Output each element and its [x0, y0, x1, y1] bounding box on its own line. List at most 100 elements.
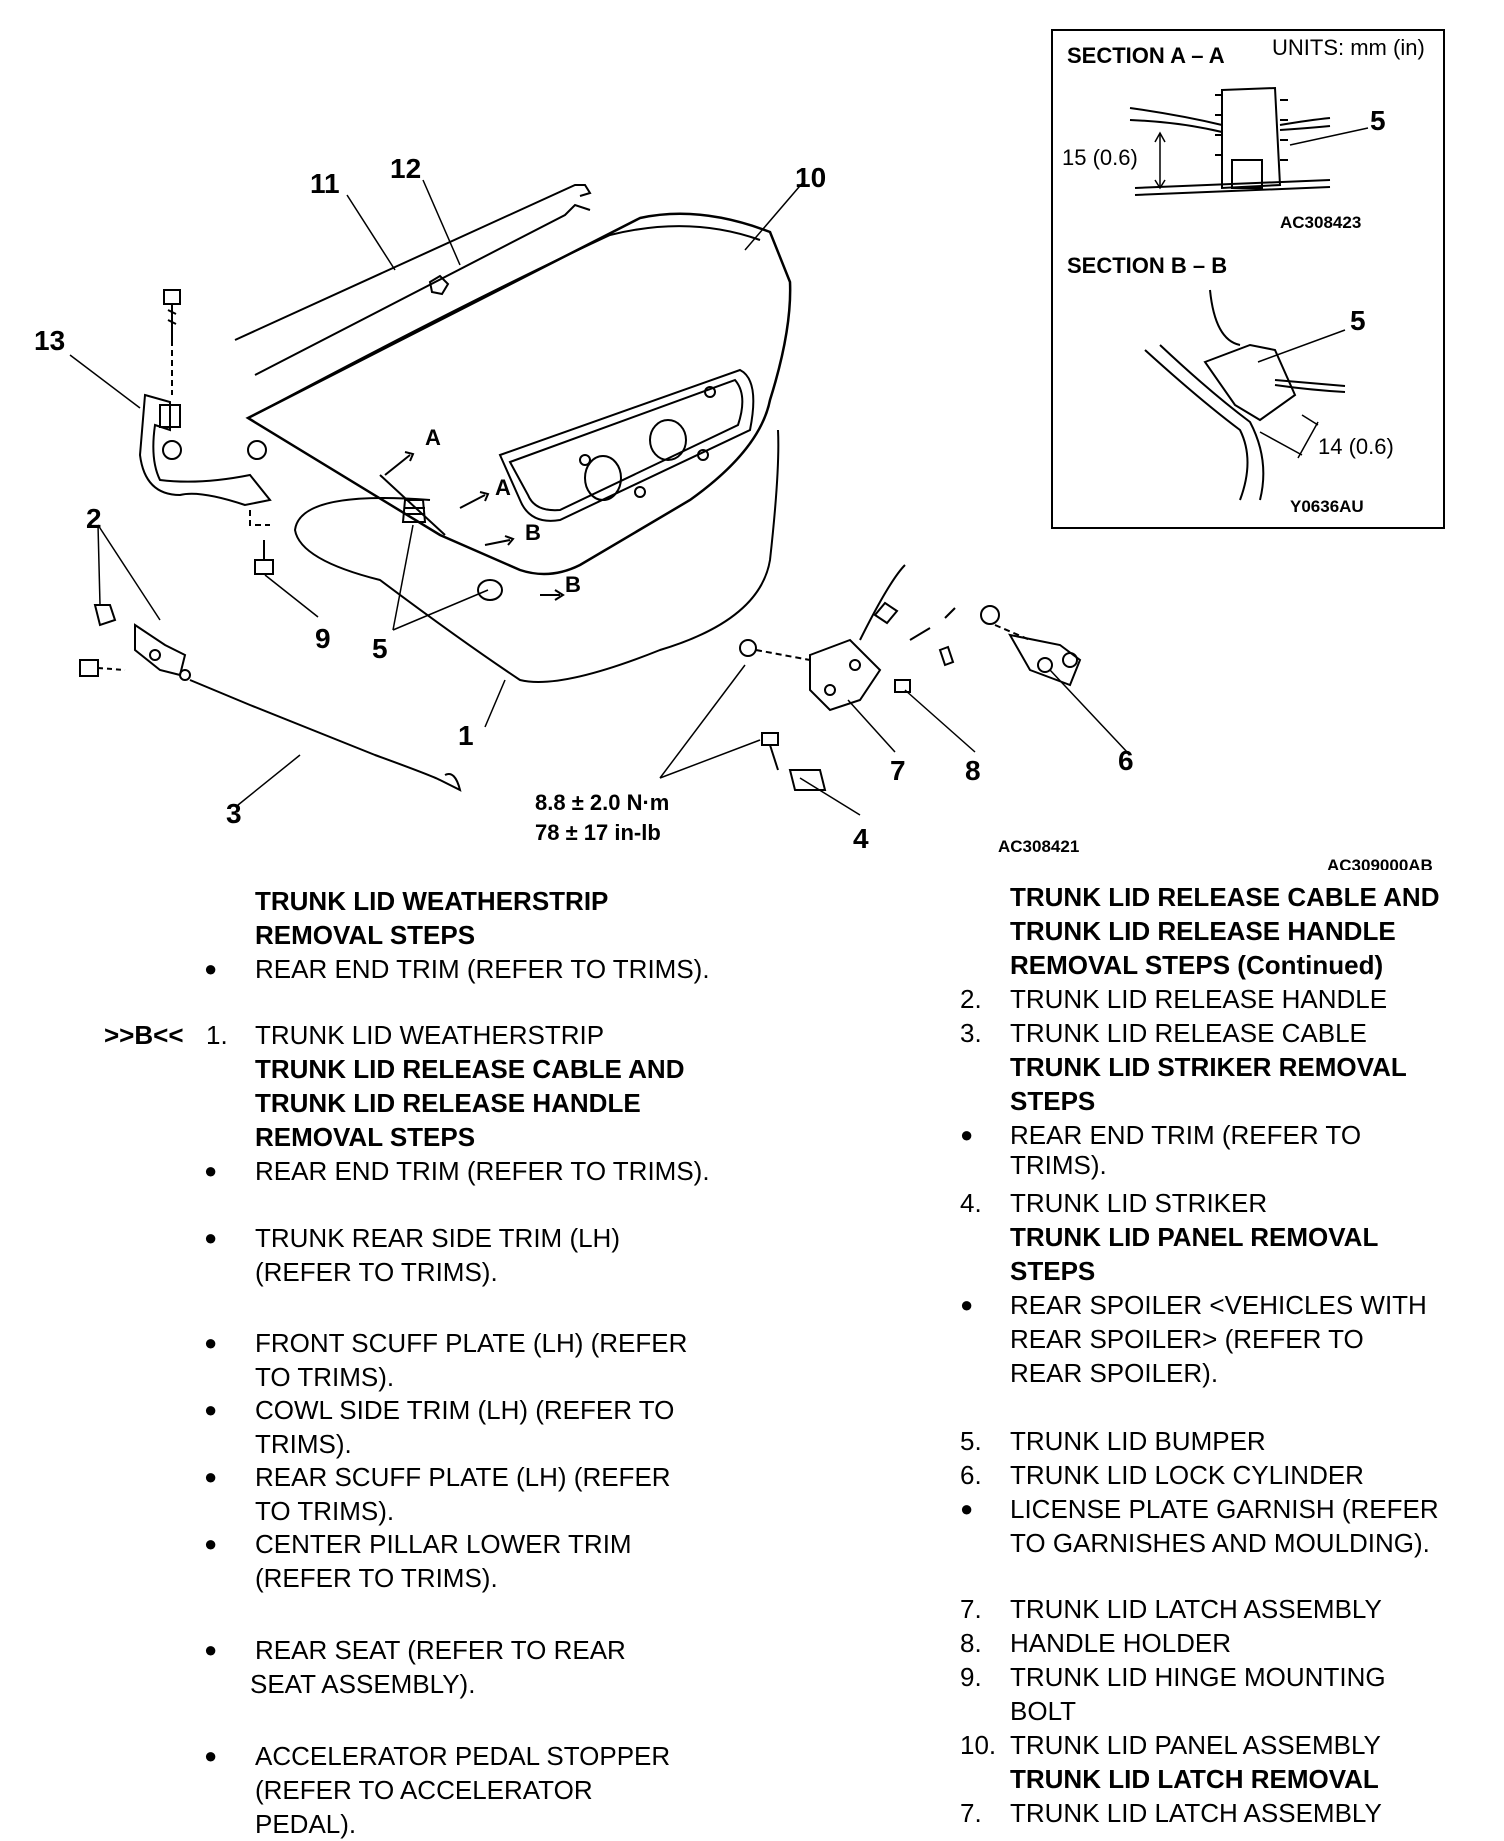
weatherstrip-heading-line1: TRUNK LID WEATHERSTRIP — [255, 886, 609, 916]
callout-1: 1 — [458, 720, 474, 751]
section-b-code: Y0636AU — [1290, 497, 1364, 516]
list-item: (REFER TO TRIMS). — [255, 1563, 498, 1593]
section-b-title: SECTION B – B — [1067, 253, 1227, 278]
list-item: TRUNK REAR SIDE TRIM (LH) — [255, 1223, 620, 1253]
bullet: ● — [204, 1464, 218, 1489]
list-item: LICENSE PLATE GARNISH (REFER — [1010, 1494, 1439, 1524]
section-b-dimension: 14 (0.6) — [1318, 434, 1394, 459]
section-a-code: AC308423 — [1280, 213, 1361, 232]
lock-cylinder — [980, 605, 1082, 687]
list-item: REAR SPOILER> (REFER TO — [1010, 1324, 1364, 1354]
callout-7: 7 — [890, 755, 906, 786]
list-item: REAR SCUFF PLATE (LH) (REFER — [255, 1462, 671, 1492]
striker-heading-line2: STEPS — [1010, 1086, 1096, 1116]
step-number: 6. — [960, 1460, 982, 1490]
cable-heading-line2: TRUNK LID RELEASE HANDLE — [255, 1088, 641, 1118]
list-item: REAR SPOILER <VEHICLES WITH — [1010, 1290, 1427, 1320]
section-letter-b2: B — [565, 572, 581, 597]
step-text: BOLT — [1010, 1696, 1076, 1726]
section-letter-a2: A — [495, 475, 511, 500]
callout-12: 12 — [390, 153, 421, 184]
exploded-view-diagram: A A B B 1 2 3 4 5 6 7 8 9 10 11 12 13 — [34, 29, 1445, 870]
cable-heading-cont-line3: REMOVAL STEPS (Continued) — [1010, 950, 1384, 980]
section-a-callout: 5 — [1370, 105, 1386, 136]
step-number: 2. — [960, 984, 982, 1014]
bullet: ● — [960, 1292, 974, 1317]
list-item: (REFER TO ACCELERATOR — [255, 1775, 593, 1805]
drawing-code-main: AC308421 — [998, 837, 1079, 856]
section-b-callout: 5 — [1350, 305, 1366, 336]
bullet: ● — [204, 1330, 218, 1355]
step-text: TRUNK LID HINGE MOUNTING — [1010, 1662, 1386, 1692]
list-item: TO TRIMS). — [255, 1362, 395, 1392]
hinge-bolt-9 — [254, 540, 274, 575]
list-item: TO TRIMS). — [255, 1496, 395, 1526]
panel-heading-line2: STEPS — [1010, 1256, 1096, 1286]
release-cable — [189, 679, 462, 792]
callout-9: 9 — [315, 623, 331, 654]
trunk-lid-bumper — [401, 499, 503, 601]
section-inset: UNITS: mm (in) SECTION A – A 15 (0.6) 5 … — [1051, 29, 1445, 529]
trunk-lid-striker — [761, 732, 827, 791]
hinge-13 — [138, 393, 272, 507]
drawing-code-page: AC309000AB — [1327, 856, 1433, 870]
service-marker: >>B<< — [104, 1020, 184, 1050]
cable-heading-cont-line2: TRUNK LID RELEASE HANDLE — [1010, 916, 1396, 946]
units-label: UNITS: mm (in) — [1272, 35, 1425, 60]
callout-13: 13 — [34, 325, 65, 356]
trunk-lid-panel — [245, 212, 792, 576]
step-text: TRUNK LID STRIKER — [1010, 1188, 1268, 1218]
step-text: HANDLE HOLDER — [1010, 1628, 1232, 1658]
list-item: REAR END TRIM (REFER TO TRIMS). — [255, 1156, 710, 1186]
torsion-bar-11 — [234, 184, 592, 341]
step-text: TRUNK LID BUMPER — [1010, 1426, 1266, 1456]
list-item: REAR END TRIM (REFER TO — [1010, 1120, 1362, 1150]
step-text: TRUNK LID LOCK CYLINDER — [1010, 1460, 1364, 1490]
bullet: ● — [204, 956, 218, 981]
list-item: REAR SPOILER). — [1010, 1358, 1219, 1388]
panel-heading-line1: TRUNK LID PANEL REMOVAL — [1010, 1222, 1379, 1252]
striker-heading-line1: TRUNK LID STRIKER REMOVAL — [1010, 1052, 1407, 1082]
callout-2: 2 — [86, 503, 102, 534]
bullet: ● — [960, 1122, 974, 1147]
step-number: 7. — [960, 1798, 982, 1828]
list-item: TRIMS). — [1010, 1150, 1107, 1180]
callout-6: 6 — [1118, 745, 1134, 776]
list-item: ACCELERATOR PEDAL STOPPER — [255, 1741, 671, 1771]
step-text: TRUNK LID LATCH ASSEMBLY — [1010, 1594, 1382, 1624]
section-a-title: SECTION A – A — [1067, 43, 1225, 68]
handle-holder — [894, 607, 956, 693]
leader-lines — [69, 179, 1129, 816]
step-text: TRUNK LID RELEASE HANDLE — [1010, 984, 1388, 1014]
step-number: 8. — [960, 1628, 982, 1658]
list-item: SEAT ASSEMBLY). — [250, 1669, 476, 1699]
bullet: ● — [204, 1225, 218, 1250]
callout-4: 4 — [853, 823, 869, 854]
step-number: 10. — [960, 1730, 997, 1760]
list-item: FRONT SCUFF PLATE (LH) (REFER — [255, 1328, 688, 1358]
section-letter-a1: A — [425, 425, 441, 450]
list-item: PEDAL). — [255, 1809, 357, 1839]
latch-assembly — [739, 564, 906, 712]
callout-5: 5 — [372, 633, 388, 664]
cable-heading-line3: REMOVAL STEPS — [255, 1122, 476, 1152]
step-text: TRUNK LID RELEASE CABLE — [1010, 1018, 1367, 1048]
torsion-bar-12 — [254, 203, 591, 376]
list-item: TO GARNISHES AND MOULDING). — [1010, 1528, 1430, 1558]
callout-8: 8 — [965, 755, 981, 786]
bullet: ● — [204, 1158, 218, 1183]
section-letter-b1: B — [525, 520, 541, 545]
bullet: ● — [204, 1637, 218, 1662]
step-number: 9. — [960, 1662, 982, 1692]
weatherstrip — [293, 429, 780, 683]
cable-heading-cont-line1: TRUNK LID RELEASE CABLE AND — [1010, 882, 1440, 912]
bullet: ● — [204, 1531, 218, 1556]
callout-3: 3 — [226, 798, 242, 829]
step-1-text: TRUNK LID WEATHERSTRIP — [255, 1020, 605, 1050]
list-item: COWL SIDE TRIM (LH) (REFER TO — [255, 1395, 675, 1425]
list-item: (REFER TO TRIMS). — [255, 1257, 498, 1287]
torque-spec-nm: 8.8 ± 2.0 N·m — [535, 790, 669, 815]
cable-heading-line1: TRUNK LID RELEASE CABLE AND — [255, 1054, 685, 1084]
step-number: 3. — [960, 1018, 982, 1048]
list-item: CENTER PILLAR LOWER TRIM — [255, 1529, 632, 1559]
